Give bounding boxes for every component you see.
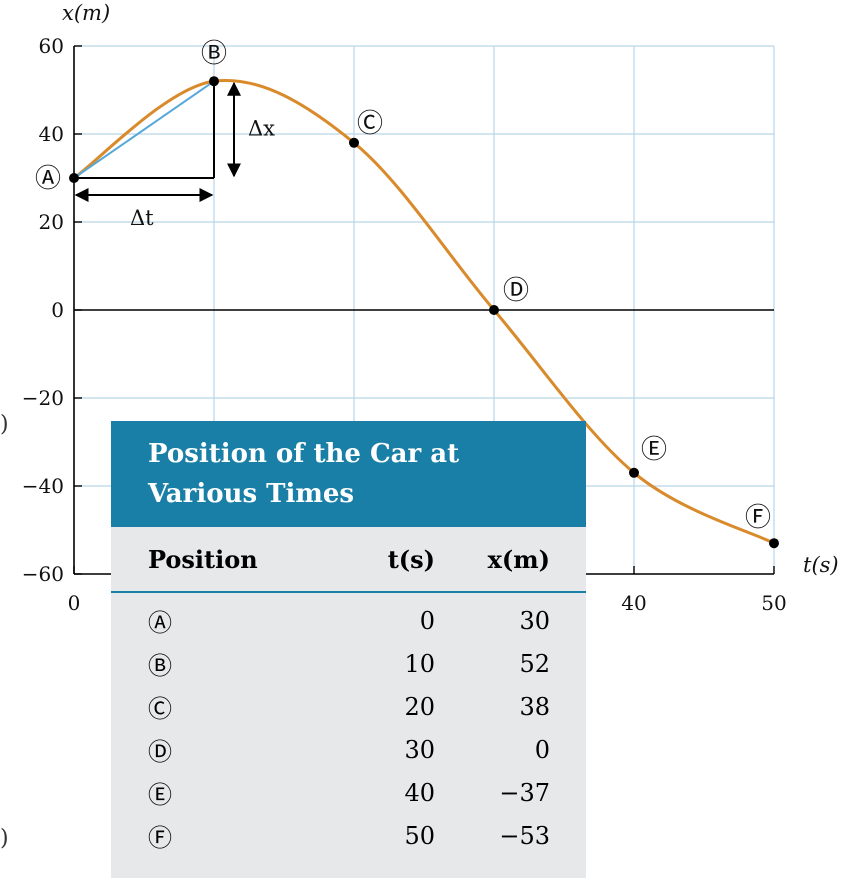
table-row: Ⓑ 10 52 [111,642,586,685]
secant-line [73,80,215,179]
y-tick-label: 0 [51,298,64,322]
data-point [209,76,219,87]
y-tick-label: −60 [22,562,64,586]
row-x: −53 [499,821,550,850]
data-point [489,305,499,315]
point-label: Ⓕ [745,503,771,533]
row-x: −37 [499,778,550,807]
row-t: 30 [404,735,435,764]
x-tick-label: 0 [68,591,81,615]
x-tick-label: 40 [621,591,646,615]
y-tick-label: −40 [22,474,64,498]
point-label: Ⓑ [201,39,227,69]
data-point [769,538,779,549]
row-position: Ⓕ [148,824,172,852]
point-label: Ⓓ [503,276,529,306]
data-point [69,173,79,183]
row-position: Ⓑ [148,652,172,680]
x-axis-label: t(s) [803,553,839,577]
table-row: Ⓔ 40 −37 [111,771,586,814]
row-x: 38 [519,692,550,721]
table-row: Ⓐ 0 30 [111,592,586,642]
y-axis-label: x(m) [62,1,110,25]
point-label: Ⓔ [641,435,667,465]
table-row: Ⓕ 50 −53 [111,814,586,857]
row-t: 20 [404,692,435,721]
y-tick-label: 40 [39,122,64,146]
row-position: Ⓔ [148,781,172,809]
position-table: Position t(s) x(m) Ⓐ 0 30 Ⓑ 10 52 Ⓒ 20 3… [111,527,586,857]
row-position: Ⓓ [148,738,172,766]
stray-mark: ) [0,412,9,437]
y-tick-label: 60 [39,34,64,58]
row-x: 52 [519,649,550,678]
position-curve [73,78,775,545]
table-row: Ⓓ 30 0 [111,728,586,771]
col-header-x: x(m) [487,544,550,574]
point-label: Ⓐ [35,164,61,194]
table-header-row: Position t(s) x(m) [111,527,586,592]
position-table-panel: Position of the Car at Various Times Pos… [111,421,586,878]
delta-x-label: Δx [248,117,275,141]
row-t: 40 [404,778,435,807]
data-point [629,467,639,478]
row-x: 30 [519,606,550,635]
stray-mark: ) [0,826,9,851]
table-title-line2: Various Times [148,479,355,509]
delta-t-label: Δt [130,206,154,230]
row-x: 0 [534,735,550,764]
row-t: 0 [419,606,435,635]
col-header-t: t(s) [387,544,435,574]
row-position: Ⓒ [148,695,172,723]
y-tick-label: 20 [39,210,64,234]
x-tick-label: 50 [761,591,786,615]
row-position: Ⓐ [148,609,172,637]
point-label: Ⓒ [357,109,383,139]
table-title: Position of the Car at Various Times [111,421,586,527]
table-title-line1: Position of the Car at [148,439,460,469]
row-t: 10 [404,649,435,678]
col-header-position: Position [148,544,258,574]
row-t: 50 [404,821,435,850]
y-tick-label: −20 [22,386,64,410]
table-row: Ⓒ 20 38 [111,685,586,728]
data-point [349,137,359,148]
